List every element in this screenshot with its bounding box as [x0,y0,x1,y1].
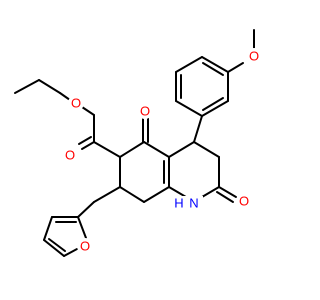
bond [201,186,220,198]
bond [227,62,244,73]
bond [218,186,237,198]
methoxy-oxygen: O [246,48,262,64]
bond [175,100,203,117]
bond [77,201,95,218]
bond [143,186,170,203]
bond [201,56,229,73]
ester-ether-oxygen: O [68,95,84,111]
nitrogen-label: N [189,196,198,211]
nh-group: N H [171,196,203,211]
bond [175,56,203,73]
bond [81,106,95,116]
ketone-oxygen: O [137,103,153,119]
atom-label: O [249,49,259,64]
bond [78,136,92,145]
bond [14,79,40,94]
atom-label: O [71,96,81,111]
atom-label: O [65,148,75,163]
bond [43,239,65,257]
atom-label: O [80,239,90,254]
bond [168,141,195,158]
bond [59,92,71,101]
bond [216,191,234,203]
chemical-structure-diagram: O O O O O O N H [14,29,262,257]
bond [143,141,170,158]
bond [77,216,87,239]
bond [202,97,224,111]
bond [119,186,145,203]
bond [93,186,121,203]
hydrogen-label: H [174,196,183,211]
bond [201,100,229,117]
bond [119,141,145,158]
bond [193,141,220,158]
bond [38,79,61,94]
ester-carbonyl-oxygen: O [62,147,78,163]
heteroatom-labels: O O O O O O N H [62,48,262,254]
furan-oxygen: O [77,238,93,254]
bond [193,115,203,143]
bond [43,216,53,241]
bond [63,248,78,257]
atom-label: O [140,104,150,119]
bonds [14,29,255,257]
bond [202,62,224,76]
bond [93,141,121,158]
bond [168,186,187,198]
bond [81,141,95,150]
atom-label: O [239,194,249,209]
bond [48,238,66,252]
lactam-oxygen: O [236,193,252,209]
